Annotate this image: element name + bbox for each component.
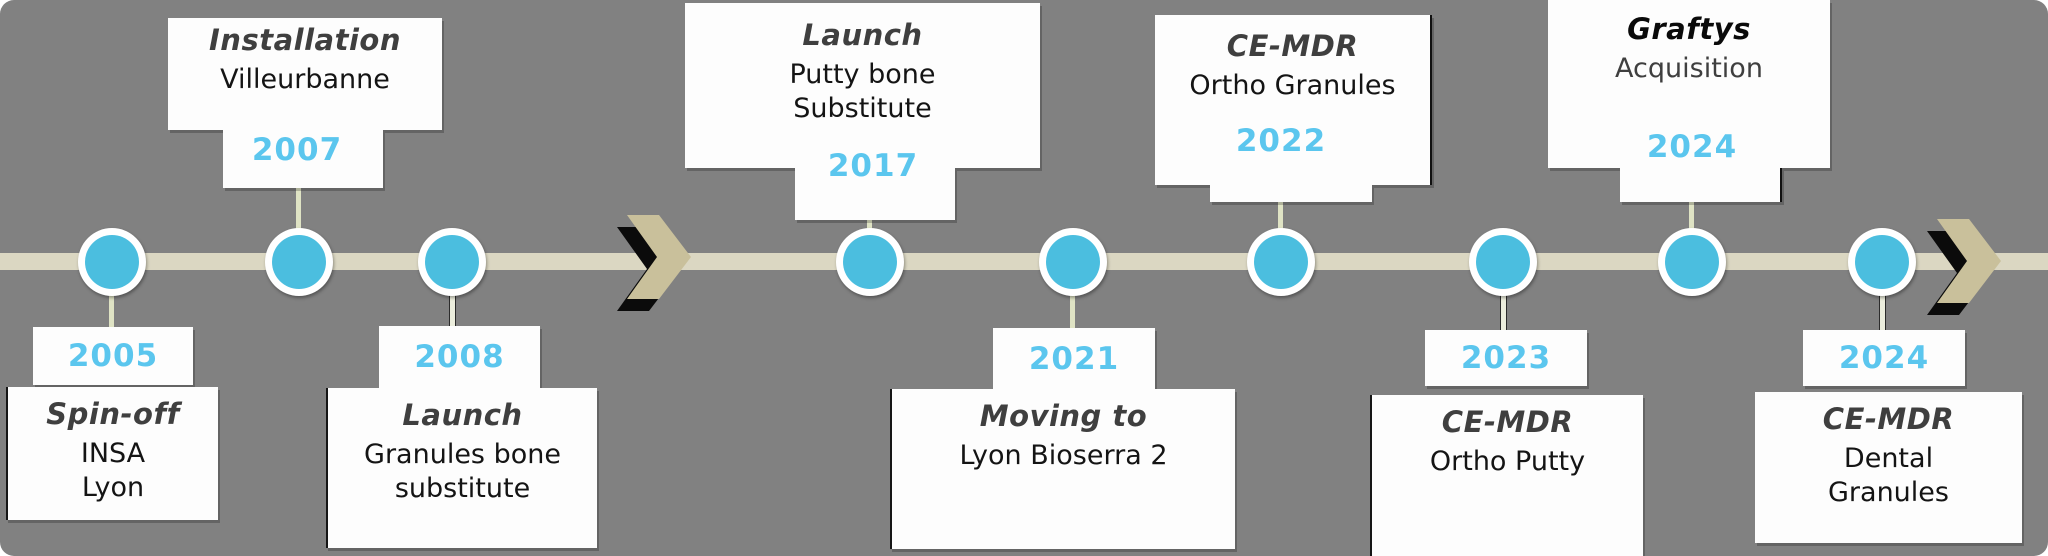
timeline-node-2024-graftys bbox=[1658, 228, 1726, 296]
event-subtitle: Lyon bbox=[81, 472, 145, 504]
year-box-2024-dental: 2024 bbox=[1803, 330, 1965, 386]
chevron-right-icon bbox=[1927, 219, 2001, 315]
event-title: CE-MDR bbox=[1226, 29, 1359, 63]
event-subtitle: Ortho Putty bbox=[1429, 445, 1586, 477]
year-box-2007 bbox=[223, 130, 383, 188]
event-subtitle: INSA bbox=[80, 437, 146, 469]
connector-stem bbox=[1689, 180, 1694, 230]
node-dot bbox=[1254, 235, 1308, 289]
year-label: 2021 bbox=[1028, 341, 1120, 377]
connector-stem bbox=[109, 294, 114, 328]
event-box-launch-granules: Launch Granules bone substitute bbox=[326, 388, 597, 548]
event-subtitle: Putty bone bbox=[789, 58, 936, 90]
event-subtitle: substitute bbox=[394, 473, 531, 505]
year-box-2024-graftys bbox=[1620, 168, 1782, 202]
timeline-node-2021 bbox=[1039, 228, 1107, 296]
year-box-2008: 2008 bbox=[379, 326, 540, 388]
node-dot bbox=[1476, 235, 1530, 289]
event-title: Launch bbox=[802, 18, 923, 52]
event-box-spin-off: Spin-off INSA Lyon bbox=[6, 387, 218, 520]
year-label: 2024 bbox=[1646, 129, 1738, 165]
timeline-node-2008 bbox=[418, 228, 486, 296]
chevron-right-icon bbox=[617, 215, 691, 311]
year-label: 2022 bbox=[1235, 123, 1327, 159]
year-label: 2024 bbox=[1838, 340, 1930, 376]
event-title: Moving to bbox=[979, 399, 1148, 433]
year-box-2023: 2023 bbox=[1425, 330, 1587, 386]
year-label: 2005 bbox=[67, 338, 159, 374]
timeline-node-2017 bbox=[836, 228, 904, 296]
event-title: CE-MDR bbox=[1822, 402, 1955, 436]
connector-stem bbox=[1070, 294, 1075, 328]
year-label: 2023 bbox=[1460, 340, 1552, 376]
event-box-moving: Moving to Lyon Bioserra 2 bbox=[890, 389, 1235, 549]
event-title: Launch bbox=[402, 398, 523, 432]
year-box-2017 bbox=[795, 168, 955, 220]
event-subtitle: Villeurbanne bbox=[220, 63, 390, 95]
timeline-node-2005 bbox=[78, 228, 146, 296]
connector-stem bbox=[296, 150, 301, 230]
event-subtitle: Dental bbox=[1843, 442, 1934, 474]
connector-stem bbox=[449, 294, 456, 327]
node-dot bbox=[1665, 235, 1719, 289]
timeline-node-2023 bbox=[1469, 228, 1537, 296]
event-box-launch-putty: Launch Putty bone Substitute bbox=[685, 3, 1040, 168]
year-box-2022 bbox=[1210, 185, 1372, 202]
event-box-cemdr-putty: CE-MDR Ortho Putty bbox=[1370, 395, 1643, 556]
event-title: Spin-off bbox=[46, 397, 180, 431]
year-label: 2017 bbox=[827, 148, 919, 184]
event-title: Graftys bbox=[1627, 12, 1751, 46]
event-box-cemdr-dental: CE-MDR Dental Granules bbox=[1755, 392, 2022, 543]
event-subtitle: Granules bbox=[1828, 477, 1949, 509]
year-box-2021: 2021 bbox=[993, 328, 1155, 390]
event-subtitle: Granules bone bbox=[364, 438, 561, 470]
event-title: CE-MDR bbox=[1441, 405, 1574, 439]
event-subtitle: Acquisition bbox=[1615, 52, 1763, 84]
year-label: 2007 bbox=[251, 132, 343, 168]
event-subtitle: Ortho Granules bbox=[1189, 69, 1396, 101]
event-title: Installation bbox=[209, 23, 401, 57]
year-label: 2008 bbox=[414, 339, 505, 375]
event-subtitle: Substitute bbox=[793, 93, 932, 125]
connector-stem bbox=[1500, 294, 1507, 330]
year-box-2005: 2005 bbox=[33, 327, 193, 385]
connector-stem bbox=[1278, 190, 1283, 230]
node-dot bbox=[272, 235, 326, 289]
node-dot bbox=[85, 235, 139, 289]
node-dot bbox=[843, 235, 897, 289]
timeline-node-2007 bbox=[265, 228, 333, 296]
event-box-installation: Installation Villeurbanne bbox=[168, 18, 442, 130]
timeline-node-2024-dental bbox=[1848, 228, 1916, 296]
node-dot bbox=[425, 235, 479, 289]
node-dot bbox=[1855, 235, 1909, 289]
event-subtitle: Lyon Bioserra 2 bbox=[959, 439, 1168, 471]
event-box-graftys: Graftys Acquisition bbox=[1548, 0, 1830, 168]
node-dot bbox=[1046, 235, 1100, 289]
event-box-cemdr-granules: CE-MDR Ortho Granules bbox=[1155, 15, 1432, 185]
timeline-node-2022 bbox=[1247, 228, 1315, 296]
connector-stem bbox=[1879, 294, 1886, 330]
